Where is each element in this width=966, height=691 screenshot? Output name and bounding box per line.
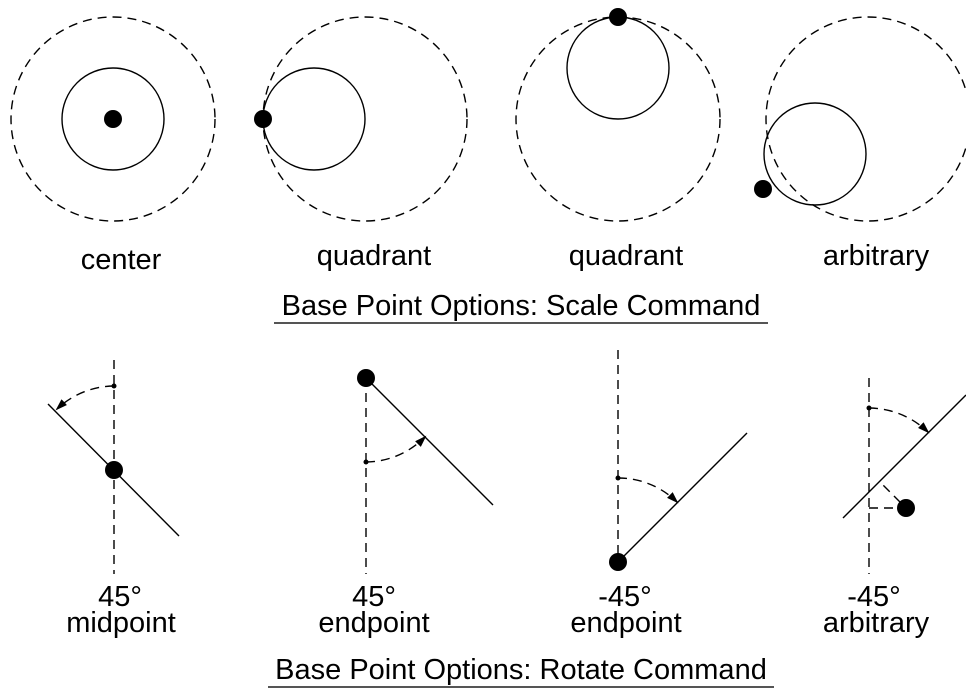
- scale-arbitrary-figure: [754, 16, 966, 222]
- scale-label-arbitrary: arbitrary: [822, 240, 930, 272]
- rotate-angle-4: -45°: [847, 581, 901, 613]
- scale-center-figure: [10, 16, 216, 222]
- rotation-arc: [365, 435, 427, 463]
- base-point: [105, 461, 123, 479]
- rotate-section-title: Base Point Options: Rotate Command: [275, 654, 767, 686]
- rotate-label-arbitrary: arbitrary: [822, 607, 930, 639]
- rotate-angle-3: -45°: [598, 581, 652, 613]
- rotate-label-midpoint: midpoint: [66, 607, 176, 639]
- rotate-angle-2: 45°: [352, 581, 396, 613]
- rotated-line: [842, 394, 966, 519]
- base-point: [357, 369, 375, 387]
- rotate-label-endpoint-2: endpoint: [570, 607, 682, 639]
- rotated-line: [617, 432, 748, 563]
- base-point: [254, 110, 272, 128]
- rotate-endpoint-figure-2: [609, 350, 748, 571]
- base-point: [897, 499, 915, 517]
- scaled-circle: [61, 67, 165, 171]
- rotation-arc: [868, 407, 930, 434]
- rotate-midpoint-figure: [47, 360, 180, 574]
- rotate-label-endpoint-1: endpoint: [318, 607, 430, 639]
- rotate-title-underline: [268, 686, 774, 688]
- base-point: [754, 180, 772, 198]
- original-circle: [765, 16, 966, 222]
- scale-quadrant-left-figure: [254, 16, 468, 222]
- scale-quadrant-top-figure: [515, 8, 721, 222]
- original-circle: [515, 16, 721, 222]
- arc-start-point: [363, 459, 369, 465]
- scale-label-quadrant-1: quadrant: [316, 240, 432, 272]
- arc-start-point: [111, 383, 117, 389]
- scaled-circle: [566, 16, 670, 120]
- scaled-circle: [763, 102, 867, 206]
- rotation-arc: [55, 385, 115, 411]
- arc-start-point: [866, 405, 872, 411]
- base-point: [609, 8, 627, 26]
- scale-title-underline: [274, 322, 768, 324]
- arc-start-point: [615, 475, 621, 481]
- original-circle: [10, 16, 216, 222]
- rotate-angle-1: 45°: [98, 581, 142, 613]
- base-point: [104, 110, 122, 128]
- base-point: [609, 553, 627, 571]
- rotation-arc: [617, 477, 679, 504]
- rotate-arbitrary-figure: [842, 378, 966, 574]
- scale-label-quadrant-2: quadrant: [568, 240, 684, 272]
- rotate-endpoint-figure-1: [357, 369, 494, 574]
- scale-label-center: center: [80, 244, 162, 276]
- scaled-circle: [262, 67, 366, 171]
- rotated-line: [365, 377, 494, 506]
- scale-section-title: Base Point Options: Scale Command: [281, 290, 761, 322]
